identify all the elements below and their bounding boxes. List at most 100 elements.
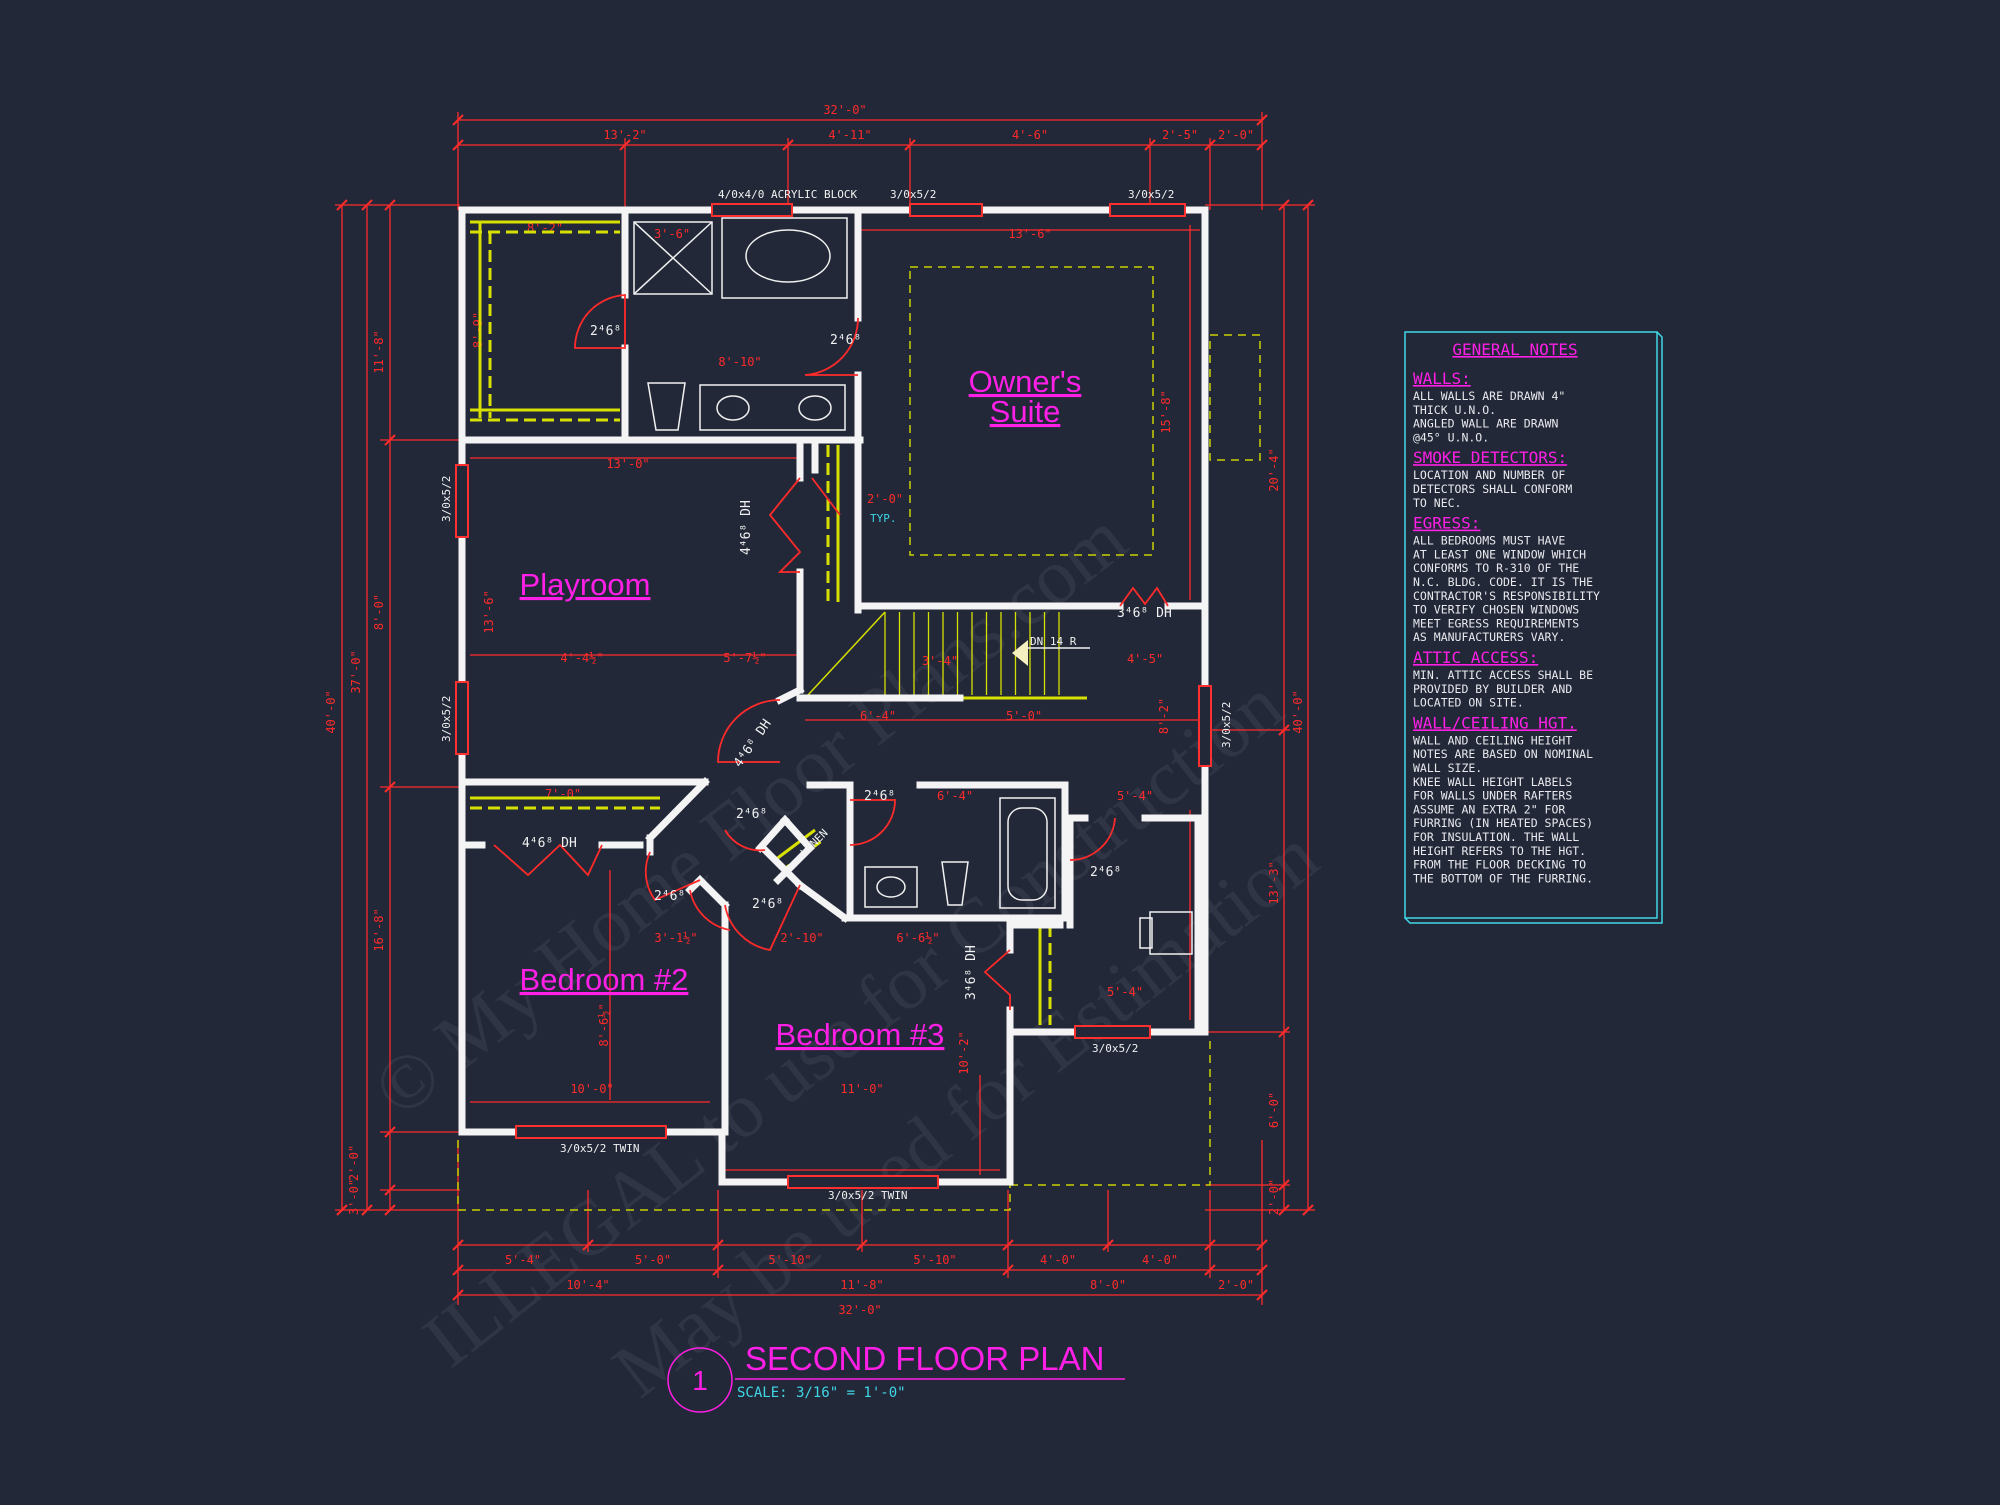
dim-top-4: 2'-5" <box>1162 128 1198 142</box>
title-block: 1 SECOND FLOOR PLAN SCALE: 3/16" = 1'-0" <box>667 1340 1125 1413</box>
room-bedroom3: Bedroom #3 <box>776 1017 945 1052</box>
notes-title: GENERAL NOTES <box>1452 340 1577 359</box>
notes-line: WALL SIZE. <box>1413 761 1482 775</box>
label-door-wc: 2⁴6⁸ <box>830 333 861 348</box>
dim-top-2: 4'-11" <box>828 128 871 142</box>
dim-right-1: 20'-4" <box>1267 448 1281 491</box>
dim-bed3-c: 6'-6½" <box>896 931 939 945</box>
notes-body: WALLS:ALL WALLS ARE DRAWN 4"THICK U.N.O.… <box>1413 369 1600 885</box>
label-door-play-dh: 4⁴6⁸ DH <box>739 500 754 555</box>
notes-line: NOTES ARE BASED ON NOMINAL <box>1413 747 1593 761</box>
dim-hall-a: 6'-4" <box>860 709 896 723</box>
label-door-hall: 2⁴6⁸ <box>736 807 767 822</box>
notes-line: HEIGHT REFERS TO THE HGT. <box>1413 844 1586 858</box>
dim-typ-label: TYP. <box>870 512 897 525</box>
room-owners-suite-2: Suite <box>990 394 1061 429</box>
dim-left-3: 16'-8" <box>372 908 386 951</box>
dim-closet-side: 8'-9" <box>471 312 485 348</box>
room-owners-suite: Owner's <box>969 364 1082 399</box>
label-window-laundry: 3/0x5/2 <box>1092 1042 1138 1055</box>
dim-owners-depth: 15'-8" <box>1159 390 1173 433</box>
dim-bottom-r1-4: 5'-10" <box>913 1253 956 1267</box>
dim-bottom-r1-1: 5'-4" <box>505 1253 541 1267</box>
label-door-bath: 2⁴6⁸ <box>864 789 895 804</box>
dim-left-inner: 37'-0" <box>349 650 363 693</box>
dim-left-5: 3'-0" <box>347 1179 361 1215</box>
label-window-top2: 3/0x5/2 <box>890 188 936 201</box>
dim-laundry: 5'-4" <box>1117 789 1153 803</box>
label-window-right: 3/0x5/2 <box>1220 702 1233 748</box>
dim-top-3: 4'-6" <box>1012 128 1048 142</box>
label-door-owner-dh: 3⁴6⁸ DH <box>1117 606 1172 621</box>
dim-playroom-depth: 13'-6" <box>482 590 496 633</box>
stairs: DN 14 R <box>807 611 1090 700</box>
notes-line: TO NEC. <box>1413 496 1461 510</box>
room-bedroom2: Bedroom #2 <box>520 962 689 997</box>
dim-hall-d: 8'-2" <box>1157 698 1171 734</box>
dimension-labels: 32'-0" 13'-2" 4'-11" 4'-6" 2'-5" 2'-0" 5… <box>324 103 1305 1317</box>
dim-bottom-r1-3: 5'-10" <box>768 1253 811 1267</box>
closet-shelves <box>470 220 1052 1025</box>
dim-bed3-width: 11'-0" <box>840 1082 883 1096</box>
notes-line: ANGLED WALL ARE DRAWN <box>1413 417 1558 431</box>
label-door-bed2: 2⁴6⁸ <box>654 889 685 904</box>
dim-bed3-a: 3'-1½" <box>654 931 697 945</box>
room-playroom: Playroom <box>520 567 651 602</box>
label-window-top3: 3/0x5/2 <box>1128 188 1174 201</box>
notes-section-heading: SMOKE DETECTORS: <box>1413 448 1567 467</box>
notes-line: AT LEAST ONE WINDOW WHICH <box>1413 547 1586 561</box>
fixtures <box>633 217 1193 955</box>
notes-line: ALL WALLS ARE DRAWN 4" <box>1413 389 1565 403</box>
doors <box>493 294 1169 1010</box>
dim-left-overall: 40'-0" <box>324 690 338 733</box>
label-door-laundry: 2⁴6⁸ <box>1090 865 1121 880</box>
notes-line: MIN. ATTIC ACCESS SHALL BE <box>1413 668 1593 682</box>
notes-line: PROVIDED BY BUILDER AND <box>1413 682 1572 696</box>
notes-line: KNEE WALL HEIGHT LABELS <box>1413 775 1572 789</box>
dim-hall-c: 4'-5" <box>1127 652 1163 666</box>
dim-right-3: 6'-0" <box>1267 1092 1281 1128</box>
dim-bottom-r1-5: 4'-0" <box>1040 1253 1076 1267</box>
dim-right-4: 2'-0" <box>1267 1179 1281 1215</box>
label-door-bed3: 2⁴6⁸ <box>752 897 783 912</box>
dim-bottom-r2-1: 10'-4" <box>566 1278 609 1292</box>
notes-line: FOR INSULATION. THE WALL <box>1413 830 1579 844</box>
dim-laundry2: 5'-4" <box>1107 985 1143 999</box>
notes-line: CONTRACTOR'S RESPONSIBILITY <box>1413 589 1600 603</box>
dim-play-b: 5'-7½" <box>723 651 766 665</box>
dim-playroom-width: 13'-0" <box>606 457 649 471</box>
dim-bottom-r1-6: 4'-0" <box>1142 1253 1178 1267</box>
dim-bath2: 6'-4" <box>937 789 973 803</box>
dim-stairs-a: 3'-4" <box>922 654 958 668</box>
notes-line: FROM THE FLOOR DECKING TO <box>1413 858 1586 872</box>
dim-bath-depth: 8'-10" <box>718 355 761 369</box>
dim-right-overall: 40'-0" <box>1291 690 1305 733</box>
notes-section-heading: ATTIC ACCESS: <box>1413 648 1538 667</box>
dim-shower: 3'-6" <box>654 227 690 241</box>
notes-line: ASSUME AN EXTRA 2" FOR <box>1413 802 1565 816</box>
label-window-bed3: 3/0x5/2 TWIN <box>828 1189 907 1202</box>
notes-line: THE BOTTOM OF THE FURRING. <box>1413 871 1593 885</box>
general-notes-panel: GENERAL NOTES WALLS:ALL WALLS ARE DRAWN … <box>1404 331 1663 924</box>
notes-line: N.C. BLDG. CODE. IT IS THE <box>1413 575 1593 589</box>
notes-line: CONFORMS TO R-310 OF THE <box>1413 561 1579 575</box>
label-window-left2: 3/0x5/2 <box>440 696 453 742</box>
dim-left-2: 8'-0" <box>372 594 386 630</box>
dim-bottom-total: 32'-0" <box>838 1303 881 1317</box>
windows <box>455 203 1212 1189</box>
dim-bottom-r1-2: 5'-0" <box>635 1253 671 1267</box>
notes-line: MEET EGRESS REQUIREMENTS <box>1413 616 1579 630</box>
dim-right-2: 13'-3" <box>1267 861 1281 904</box>
label-door-bed3-dh: 3⁴6⁸ DH <box>964 945 979 1000</box>
dim-hall-b: 5'-0" <box>1006 709 1042 723</box>
notes-line: AS MANUFACTURERS VARY. <box>1413 630 1565 644</box>
dim-bed2-depth: 8'-6½" <box>597 1003 611 1046</box>
dimension-lines <box>335 112 1315 1305</box>
notes-section-heading: EGRESS: <box>1413 514 1480 533</box>
dim-left-1: 11'-8" <box>372 330 386 373</box>
dim-bed2-width: 10'-0" <box>570 1082 613 1096</box>
dim-bottom-r2-2: 11'-8" <box>840 1278 883 1292</box>
notes-section-heading: WALLS: <box>1413 369 1471 388</box>
